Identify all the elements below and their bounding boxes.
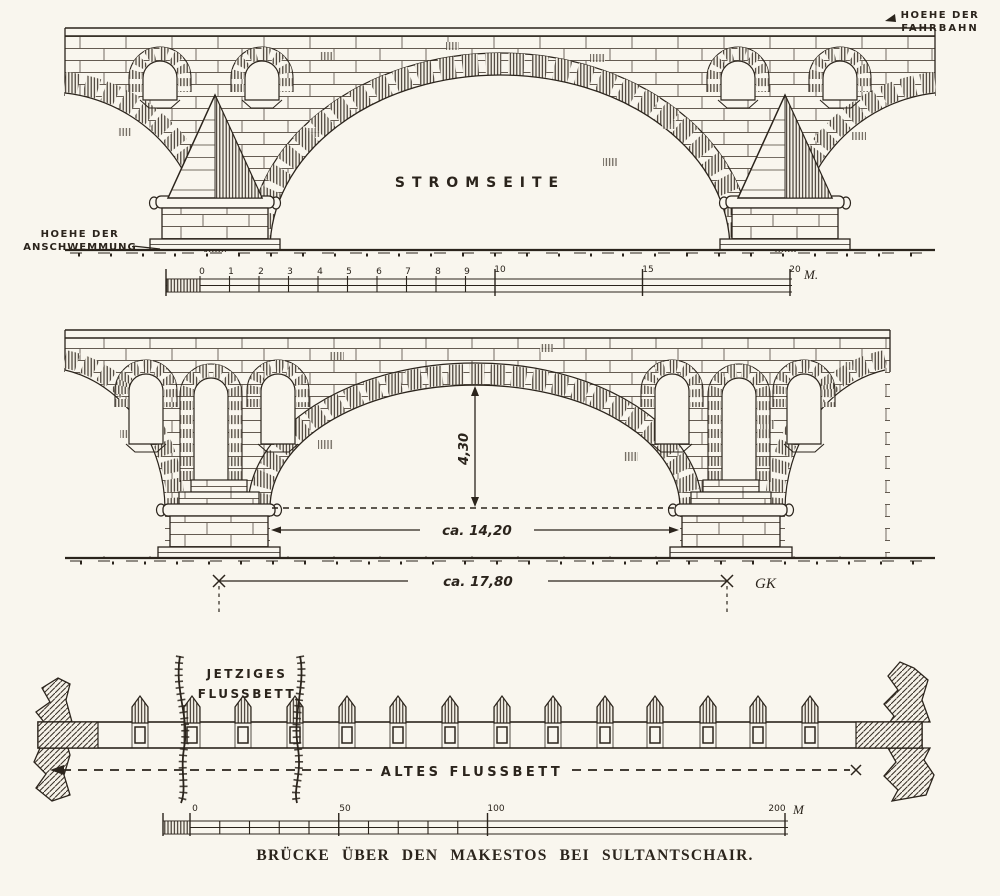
scale1-tick-6: 6: [376, 267, 382, 277]
pier-spacing-dimension: ca. 17,80: [212, 574, 734, 612]
plan-pier: [234, 695, 252, 749]
roadway-label-line2: FAHRBAHN: [901, 23, 979, 34]
plan-pier: [646, 695, 664, 749]
top-elevation: STROMSEITE HOEHE DER FAHRBAHN HOEHE DER …: [23, 10, 980, 257]
plan-pier: [338, 695, 356, 749]
alluvium-label-line1: HOEHE DER: [41, 229, 120, 240]
clear-span-label: ca. 14,20: [442, 523, 512, 539]
scale1-tick-4: 4: [317, 267, 323, 277]
scale1-tick-9: 9: [464, 267, 470, 277]
scale2-tick-1: 50: [339, 804, 351, 814]
stone-shading: [118, 42, 866, 166]
old-riverbed-centerline: [50, 764, 862, 776]
scale1-tick-12: 20: [789, 265, 801, 275]
tall-spandrel-window: [180, 364, 242, 484]
scale2-tick-2: 100: [487, 804, 504, 814]
plan-pier: [801, 695, 819, 749]
scale2-unit: M: [792, 802, 805, 817]
right-river-bank: [883, 661, 935, 802]
scale1-tick-3: 3: [287, 267, 293, 277]
ground-line: [65, 248, 935, 257]
top-scale-bar: 0 1 2 3 4 5 6 7 8 9 10 15 20 M.: [165, 265, 818, 296]
plan-pier: [749, 695, 767, 749]
scale2-tick-3: 200: [768, 804, 785, 814]
main-arch-ring: [247, 52, 753, 251]
right-abutment-hatch: [855, 721, 923, 749]
clear-span-dimension: ca. 14,20: [271, 523, 679, 539]
current-riverbed-lines: [174, 655, 306, 805]
left-side-arch-opening: [65, 370, 165, 556]
plan-pier: [544, 695, 562, 749]
scale1-tick-8: 8: [435, 267, 441, 277]
plan-pier: [183, 695, 201, 749]
scale1-tick-7: 7: [405, 267, 411, 277]
altes-flussbett-label: ALTES FLUSSBETT: [381, 765, 564, 780]
pier-spacing-label: ca. 17,80: [443, 574, 513, 590]
left-pier: [148, 195, 282, 251]
scale2-tick-0: 0: [192, 804, 198, 814]
scale1-tick-5: 5: [346, 267, 352, 277]
ground-line: [65, 556, 935, 565]
plan-view: JETZIGES FLUSSBETT ALTES FLUSSBETT: [33, 655, 935, 805]
scale1-tick-2: 2: [258, 267, 264, 277]
plan-scale-bar: 0 50 100 200 M: [162, 802, 805, 836]
tall-spandrel-window: [708, 364, 770, 484]
plan-pier: [389, 695, 407, 749]
scale1-unit: M.: [803, 267, 818, 282]
scale1-tick-1: 1: [228, 267, 234, 277]
artist-monogram: GK: [755, 576, 777, 592]
rise-dimension: 4,30: [457, 386, 479, 507]
right-side-arch-opening: [785, 370, 885, 556]
plan-pier: [286, 695, 304, 749]
bridge-deck-band: [37, 721, 923, 749]
scale1-tick-0: 0: [199, 267, 205, 277]
plan-pier: [441, 695, 459, 749]
alluvium-label-line2: ANSCHWEMMUNG: [23, 242, 136, 253]
stromseite-label: STROMSEITE: [395, 175, 565, 191]
roadway-label-line1: HOEHE DER: [901, 10, 980, 21]
plan-pier: [699, 695, 717, 749]
scale1-tick-10: 10: [494, 265, 506, 275]
plan-pier: [131, 695, 149, 749]
alluvium-height-label: HOEHE DER ANSCHWEMMUNG: [23, 229, 161, 253]
jetziges-label-line2: FLUSSBETT: [198, 687, 296, 701]
scale1-tick-11: 15: [642, 265, 653, 275]
left-river-bank: [33, 677, 73, 802]
rise-dim-label: 4,30: [457, 433, 472, 466]
plan-pier: [596, 695, 614, 749]
main-arch-opening: [270, 75, 730, 250]
left-abutment-hatch: [37, 721, 99, 749]
roadway-height-label: HOEHE DER FAHRBAHN: [885, 10, 980, 34]
middle-elevation: 4,30 ca. 14,20 ca. 17,80 GK: [62, 329, 935, 612]
right-pier: [718, 195, 852, 251]
jetziges-label-line1: JETZIGES: [206, 667, 288, 681]
caption: BRÜCKE ÜBER DEN MAKESTOS BEI SULTANTSCHA…: [256, 847, 753, 864]
plan-pier: [493, 695, 511, 749]
